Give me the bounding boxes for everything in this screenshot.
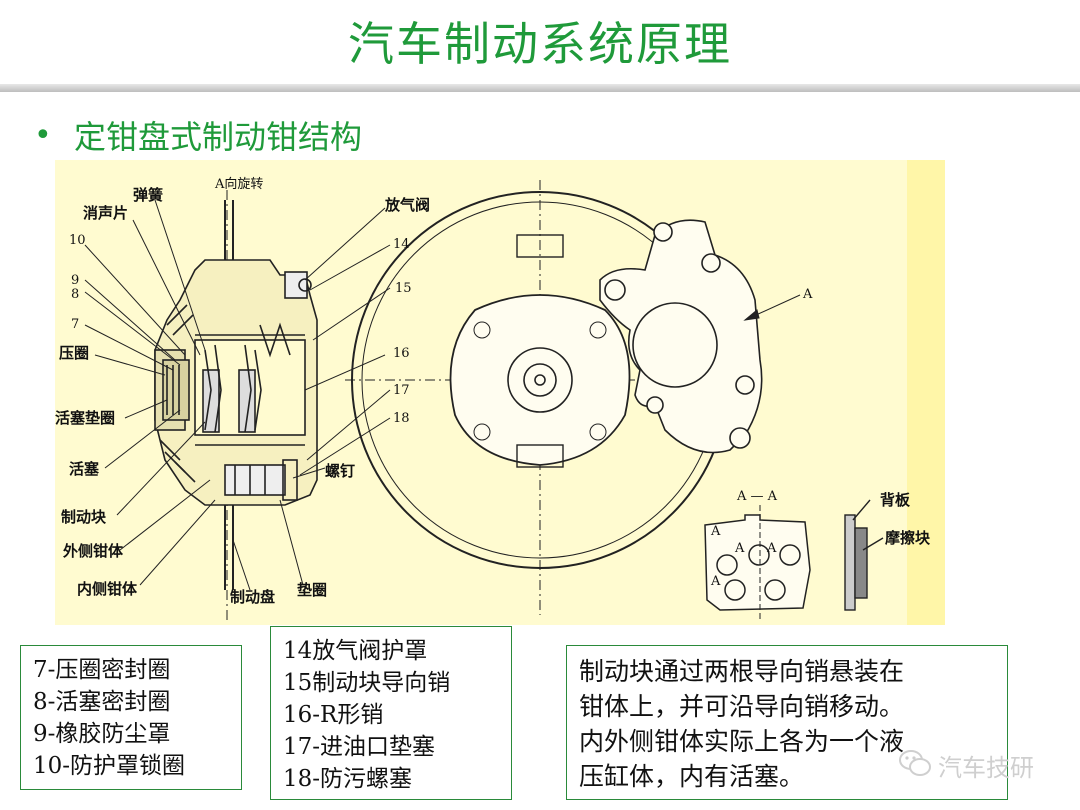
pad-side-view bbox=[844, 499, 884, 611]
label-section-aa: A — A bbox=[736, 489, 778, 504]
left-leader-lines bbox=[84, 199, 326, 591]
label-pad-a3: A bbox=[766, 541, 777, 556]
caliper-front-view bbox=[599, 219, 763, 454]
label-16: 16 bbox=[393, 346, 410, 361]
label-outer-caliper: 外侧钳体 bbox=[62, 542, 124, 560]
label-brake-disc: 制动盘 bbox=[230, 588, 275, 606]
slide-title: 汽车制动系统原理 bbox=[348, 17, 732, 71]
description-line: 钳体上，并可沿导向销移动。 bbox=[579, 692, 905, 721]
label-washer: 垫圈 bbox=[297, 581, 327, 599]
legend-left-box: 7-压圈密封圈 8-活塞密封圈 9-橡胶防尘罩 10-防护罩锁圈 bbox=[20, 645, 242, 790]
label-15: 15 bbox=[395, 281, 412, 296]
label-9: 9 bbox=[71, 273, 79, 288]
legend-item: 8-活塞密封圈 bbox=[33, 689, 171, 715]
label-silencer: 消声片 bbox=[83, 204, 128, 222]
bullet-icon: • bbox=[34, 118, 52, 153]
label-18: 18 bbox=[393, 411, 410, 426]
diagram-svg: 弹簧 消声片 A向旋转 放气阀 14 15 16 17 18 10 9 8 7 … bbox=[55, 160, 945, 625]
watermark-text: 汽车技研 bbox=[938, 754, 1034, 782]
legend-item: 17-进油口垫塞 bbox=[283, 734, 436, 760]
legend-item: 14放气阀护罩 bbox=[283, 638, 428, 664]
label-pad-a2: A bbox=[734, 541, 745, 556]
label-spring: 弹簧 bbox=[133, 186, 163, 204]
label-brake-pad: 制动块 bbox=[61, 508, 107, 526]
label-piston-gasket: 活塞垫圈 bbox=[55, 409, 115, 427]
label-arrow-a: A bbox=[802, 287, 813, 302]
label-friction-pad: 摩擦块 bbox=[885, 529, 931, 547]
slide-subtitle: 定钳盘式制动钳结构 bbox=[74, 118, 363, 156]
title-divider bbox=[0, 84, 1080, 92]
label-8: 8 bbox=[71, 287, 79, 302]
label-backing-plate: 背板 bbox=[880, 491, 911, 509]
legend-item: 9-橡胶防尘罩 bbox=[33, 721, 171, 747]
label-pad-a1: A bbox=[710, 524, 721, 539]
label-piston: 活塞 bbox=[69, 460, 100, 478]
right-leader-lines bbox=[299, 207, 391, 476]
label-bleeder: 放气阀 bbox=[384, 196, 430, 214]
legend-item: 7-压圈密封圈 bbox=[33, 657, 171, 683]
legend-item: 16-R形销 bbox=[283, 702, 384, 728]
description-line: 内外侧钳体实际上各为一个液 bbox=[579, 727, 905, 756]
label-7: 7 bbox=[71, 317, 79, 332]
legend-item: 18-防污螺塞 bbox=[283, 766, 413, 792]
description-line: 制动块通过两根导向销悬装在 bbox=[579, 657, 905, 686]
brake-caliper-diagram: 弹簧 消声片 A向旋转 放气阀 14 15 16 17 18 10 9 8 7 … bbox=[55, 160, 945, 625]
label-screw: 螺钉 bbox=[325, 462, 355, 480]
label-pressure-ring: 压圈 bbox=[59, 344, 89, 362]
label-10: 10 bbox=[69, 233, 86, 248]
legend-middle-box: 14放气阀护罩 15制动块导向销 16-R形销 17-进油口垫塞 18-防污螺塞 bbox=[270, 626, 512, 800]
description-box: 制动块通过两根导向销悬装在 钳体上，并可沿导向销移动。 内外侧钳体实际上各为一个… bbox=[566, 645, 1008, 800]
wechat-icon bbox=[899, 750, 931, 776]
diagram-right-strip bbox=[907, 160, 945, 625]
description-line: 压缸体，内有活塞。 bbox=[579, 762, 805, 791]
label-pad-a4: A bbox=[710, 574, 721, 589]
label-rotation: A向旋转 bbox=[214, 176, 263, 192]
label-14: 14 bbox=[393, 237, 410, 252]
pad-section-view bbox=[704, 505, 811, 622]
label-17: 17 bbox=[393, 383, 410, 398]
section-arrow bbox=[743, 294, 801, 321]
legend-item: 10-防护罩锁圈 bbox=[33, 753, 186, 779]
label-inner-caliper: 内侧钳体 bbox=[77, 580, 138, 598]
legend-item: 15制动块导向销 bbox=[283, 670, 451, 696]
